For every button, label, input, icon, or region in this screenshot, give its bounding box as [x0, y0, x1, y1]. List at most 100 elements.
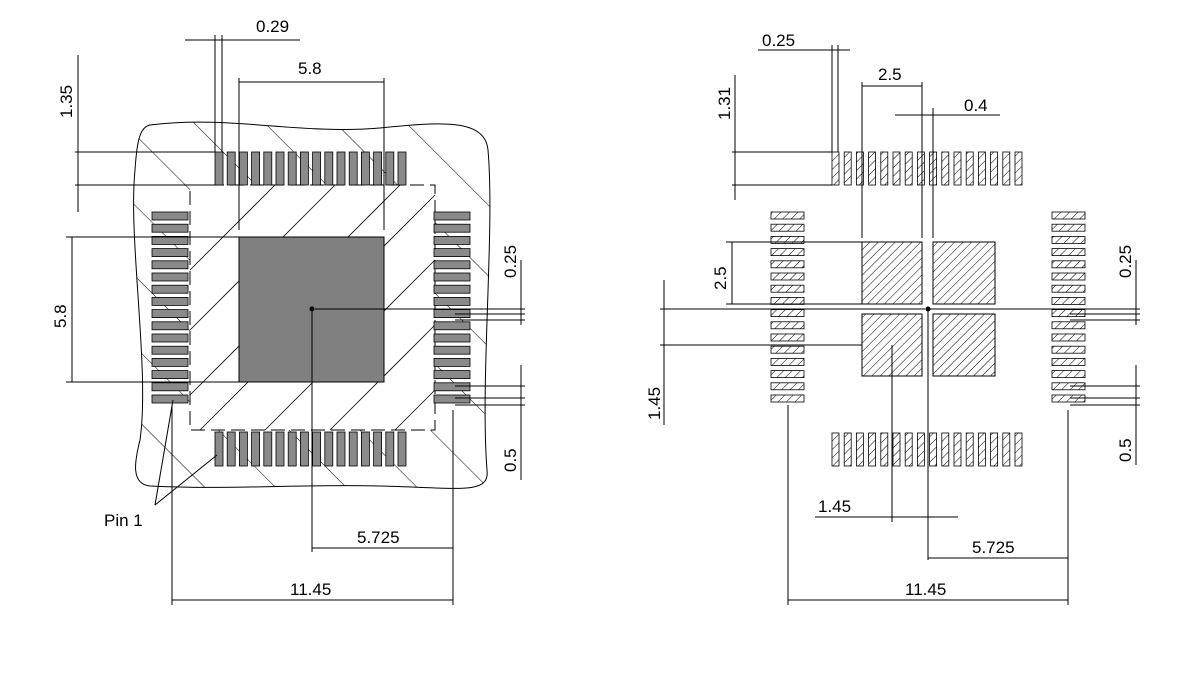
pad [770, 211, 805, 220]
pad [953, 151, 962, 186]
pad [151, 296, 189, 306]
pad [433, 345, 471, 355]
pad [433, 357, 471, 367]
label-gap: 0.4 [964, 96, 988, 115]
pad [770, 235, 805, 244]
pad [275, 431, 285, 467]
pad [1051, 345, 1086, 354]
pad [1051, 260, 1086, 269]
pad [263, 431, 273, 467]
pad [1002, 151, 1011, 186]
label-overall: 11.45 [905, 580, 946, 599]
label-offset: 1.45 [645, 387, 664, 420]
pad [151, 357, 189, 367]
label-pitch-b: 0.5 [501, 448, 520, 472]
pad [433, 211, 471, 221]
pad [360, 151, 370, 186]
label-center-to-edge: 5.725 [357, 528, 400, 547]
pad [1051, 235, 1086, 244]
dim-gap: 0.4 [895, 96, 1000, 238]
dim-offset: 1.45 [645, 280, 925, 425]
pad [299, 151, 309, 186]
label-pitch-b: 0.5 [1116, 438, 1135, 462]
pad [1002, 432, 1011, 467]
label-top-pad-length: 1.35 [57, 85, 76, 118]
label-pitch-a: 0.25 [501, 245, 520, 278]
pad [151, 309, 189, 319]
pad [312, 431, 322, 467]
pad [336, 151, 346, 186]
pad [238, 151, 248, 186]
pad [843, 151, 852, 186]
pad [348, 431, 358, 467]
pad [856, 151, 864, 186]
pad [151, 345, 189, 355]
pad [770, 370, 805, 379]
pad [917, 151, 925, 186]
label-pitch-a: 0.25 [1116, 245, 1135, 278]
pad [770, 333, 805, 342]
pad [770, 321, 805, 330]
pad [251, 431, 261, 467]
pad [880, 432, 889, 467]
label-pad-length: 1.31 [715, 87, 734, 120]
pad [892, 151, 901, 186]
pad [226, 431, 236, 467]
pad [978, 432, 986, 467]
pad [892, 432, 901, 467]
pad [433, 394, 471, 404]
pad [433, 382, 471, 392]
pad [1051, 284, 1086, 293]
pad [1014, 432, 1023, 467]
pad [433, 333, 471, 343]
label-sub-pad-h: 2.5 [711, 266, 730, 290]
pad [214, 431, 224, 467]
pad [770, 260, 805, 269]
pad [151, 321, 189, 331]
pad [360, 431, 370, 467]
pad [770, 309, 805, 318]
pad [856, 432, 864, 467]
pad [1051, 211, 1086, 220]
pad [917, 432, 925, 467]
pad [770, 248, 805, 257]
pad [373, 431, 383, 467]
label-pad-width: 0.29 [256, 17, 289, 36]
pad [348, 151, 358, 186]
pad [397, 151, 407, 186]
dim-ep-width: 5.8 [238, 59, 385, 230]
pad [433, 235, 471, 245]
dim-pad-width: 0.29 [185, 17, 300, 152]
pad [1051, 296, 1086, 305]
pad [1051, 248, 1086, 257]
pad [433, 296, 471, 306]
pad [151, 235, 189, 245]
dim-offset-bottom: 1.45 [815, 309, 958, 560]
pad [941, 432, 950, 467]
pad [151, 211, 189, 221]
pad [433, 223, 471, 233]
pad [385, 151, 395, 186]
dim-overall: 5.725 11.45 [787, 405, 1069, 605]
pad [770, 272, 805, 281]
pad [843, 432, 852, 467]
pad [433, 260, 471, 270]
pad [1051, 309, 1086, 318]
pad [868, 432, 876, 467]
pad [151, 284, 189, 294]
label-offset-bottom: 1.45 [818, 497, 851, 516]
pad [1051, 223, 1086, 232]
left-pad-column [151, 211, 189, 404]
label-pin1: Pin 1 [104, 511, 143, 530]
pad [312, 151, 322, 186]
pad [770, 223, 805, 232]
pad [941, 151, 950, 186]
dim-pitch: 0.25 0.5 [315, 245, 525, 480]
pad [263, 151, 273, 186]
pad [433, 272, 471, 282]
pad [151, 248, 189, 258]
pad [433, 248, 471, 258]
dim-sub-pad-width: 2.5 [861, 65, 923, 238]
pad [275, 151, 285, 186]
pad [880, 151, 889, 186]
